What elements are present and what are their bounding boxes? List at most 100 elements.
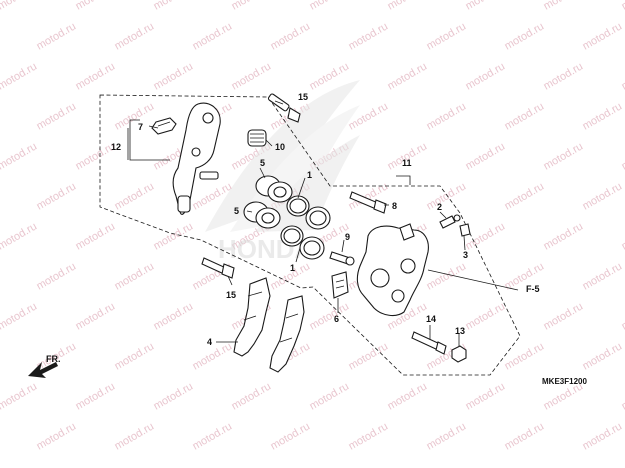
watermark-text: motod.ru	[542, 60, 586, 92]
watermark-text: motod.ru	[425, 420, 469, 452]
watermark-text: motod.ru	[0, 140, 39, 172]
watermark-text: motod.ru	[386, 0, 430, 13]
mount-nut	[451, 345, 467, 363]
watermark-text: motod.ru	[152, 300, 196, 332]
watermark-text: motod.ru	[35, 100, 79, 132]
piston-seal-set	[280, 195, 331, 260]
caliper-bracket	[172, 102, 221, 215]
callout-3: 3	[463, 250, 468, 260]
watermark-text: motod.ru	[503, 180, 547, 212]
fr-label: FR.	[46, 354, 61, 364]
watermark-text: motod.ru	[581, 420, 625, 452]
watermark-text: motod.ru	[542, 220, 586, 252]
watermark-text: motod.ru	[347, 100, 391, 132]
callout-8: 8	[392, 201, 397, 211]
watermark-text: motod.ru	[0, 0, 39, 13]
watermark-text: motod.ru	[386, 60, 430, 92]
watermark-text: motod.ru	[620, 60, 625, 92]
watermark-text: motod.ru	[620, 140, 625, 172]
watermark-text: motod.ru	[35, 20, 79, 52]
watermark-text: motod.ru	[152, 220, 196, 252]
watermark-text: motod.ru	[152, 0, 196, 13]
watermark-text: motod.ru	[269, 420, 313, 452]
watermark-text: motod.ru	[503, 420, 547, 452]
watermark-text: motod.ru	[74, 380, 118, 412]
watermark-text: motod.ru	[35, 180, 79, 212]
callout-14: 14	[426, 314, 436, 324]
watermark-text: motod.ru	[0, 380, 39, 412]
watermark-text: motod.ru	[74, 60, 118, 92]
watermark-text: motod.ru	[0, 300, 39, 332]
callout-7: 7	[138, 122, 143, 132]
watermark-text: motod.ru	[347, 20, 391, 52]
watermark-text: motod.ru	[581, 340, 625, 372]
caliper-mount-bolt	[411, 331, 447, 355]
pad-retainer	[331, 271, 349, 299]
watermark-text: motod.ru	[425, 100, 469, 132]
watermark-text: motod.ru	[581, 100, 625, 132]
watermark-text: motod.ru	[620, 300, 625, 332]
watermark-text: motod.ru	[0, 220, 39, 252]
watermark-text: motod.ru	[308, 0, 352, 13]
watermark-text: motod.ru	[581, 20, 625, 52]
honda-wing-logo: HONDA	[205, 80, 360, 264]
watermark-text: motod.ru	[464, 140, 508, 172]
callout-4: 4	[207, 337, 212, 347]
callout-1-bottom: 1	[290, 263, 295, 273]
callout-6: 6	[334, 314, 339, 324]
assembly-outline	[99, 94, 521, 376]
callout-5-bottom: 5	[234, 206, 239, 216]
bleeder-cap	[459, 223, 471, 237]
callout-12: 12	[111, 142, 121, 152]
watermark-text: motod.ru	[152, 60, 196, 92]
watermark-text: motod.ru	[464, 300, 508, 332]
watermark-text: motod.ru	[542, 300, 586, 332]
caliper-pin-bolt	[349, 191, 387, 214]
watermark-text: motod.ru	[74, 300, 118, 332]
watermark-text: motod.ru	[113, 20, 157, 52]
watermark-text: motod.ru	[0, 60, 39, 92]
watermark-text: motod.ru	[308, 300, 352, 332]
watermark-text: motod.ru	[347, 340, 391, 372]
callout-5-top: 5	[260, 158, 265, 168]
watermark-text: motod.ru	[425, 20, 469, 52]
callout-11: 11	[402, 158, 412, 168]
watermark-text: motod.ru	[620, 220, 625, 252]
watermark-text: motod.ru	[308, 380, 352, 412]
watermark-text: motod.ru	[35, 260, 79, 292]
watermark-text: motod.ru	[191, 20, 235, 52]
bleeder-valve	[439, 214, 461, 229]
watermark-text: motod.ru	[620, 380, 625, 412]
watermark-text: motod.ru	[503, 100, 547, 132]
watermark-text: motod.ru	[113, 180, 157, 212]
watermark-text: motod.ru	[113, 340, 157, 372]
watermark-text: motod.ru	[74, 220, 118, 252]
watermark-text: motod.ru	[230, 380, 274, 412]
caliper-piston-upper	[255, 175, 293, 203]
watermark-text: motod.ru	[464, 60, 508, 92]
watermark-text: motod.ru	[581, 260, 625, 292]
watermark-text: motod.ru	[503, 20, 547, 52]
watermark-text: motod.ru	[542, 0, 586, 13]
pad-pin	[329, 251, 355, 266]
callout-15-bottom: 15	[226, 290, 236, 300]
watermark-text: motod.ru	[230, 0, 274, 13]
front-direction-arrow: FR.	[28, 354, 61, 378]
watermark-text: motod.ru	[386, 380, 430, 412]
pad-spring-clip	[151, 117, 177, 135]
watermark-text: motod.ru	[74, 0, 118, 13]
watermark-text: motod.ru	[464, 380, 508, 412]
watermark-text: motod.ru	[542, 140, 586, 172]
diagram-code: MKE3F1200	[542, 377, 587, 386]
watermark-text: motod.ru	[269, 20, 313, 52]
watermark-text: motod.ru	[152, 380, 196, 412]
watermark-text: motod.ru	[425, 180, 469, 212]
watermark-text: motod.ru	[464, 0, 508, 13]
watermark-text: motod.ru	[620, 0, 625, 13]
brake-pad-set	[233, 277, 305, 373]
callout-1-top: 1	[307, 170, 312, 180]
callout-13: 13	[455, 326, 465, 336]
watermark-text: motod.ru	[347, 420, 391, 452]
